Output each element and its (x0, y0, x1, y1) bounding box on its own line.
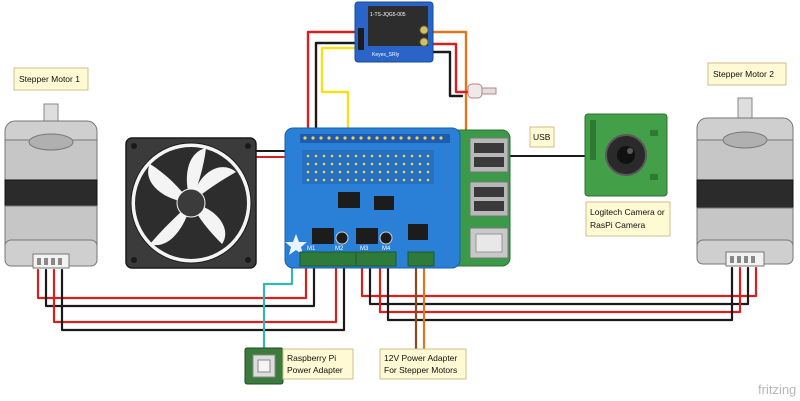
note-usb: USB (529, 126, 555, 148)
stepper-motor-hat: M1 M2 M3 M4 (284, 127, 461, 269)
relay-wire-red-right (428, 42, 474, 94)
terminal-label-m3: M3 (360, 246, 369, 252)
motor1-wire-red-2 (52, 266, 338, 324)
note-pi-power: Raspberry Pi Power Adapter (282, 348, 354, 380)
relay-model: 1-TS-JQG5-005 (370, 12, 406, 18)
stepper-motor-2 (696, 97, 794, 267)
relay-wire-black-right (428, 50, 464, 98)
note-camera: Logitech Camera or RasPi Camera (585, 201, 671, 237)
motor2-wire-black (368, 266, 750, 306)
motor-power-label-line2: For Stepper Motors (384, 365, 457, 375)
terminal-label-m1: M1 (307, 246, 316, 252)
usb-label: USB (533, 132, 551, 142)
motor-power-label-line1: 12V Power Adapter (384, 353, 457, 363)
pi-power-label-line2: Power Adapter (287, 365, 343, 375)
relay-wire-black (314, 41, 360, 150)
cooling-fan (125, 137, 257, 269)
pi-power-wire (262, 260, 294, 354)
terminal-label-m2: M2 (335, 246, 344, 252)
camera-label-line1: Logitech Camera or (590, 207, 665, 217)
camera-label-line2: RasPi Camera (590, 220, 646, 230)
motor2-wire-red (360, 266, 758, 298)
relay-wire-yellow (320, 46, 360, 142)
terminal-labels: M1 M2 M3 M4 (307, 246, 391, 252)
wires (36, 30, 758, 354)
relay-brand: Keyes_SRly (372, 52, 400, 58)
note-stepper-motor-1: Stepper Motor 1 (13, 67, 89, 91)
stepper-motor-1 (4, 103, 98, 269)
proto-holes (306, 154, 430, 182)
pi-power-label-line1: Raspberry Pi (287, 353, 336, 363)
header-pins (303, 136, 443, 140)
motor1-wire-black (44, 266, 316, 308)
relay-wire-red (306, 30, 360, 150)
adafruit-logo (285, 234, 307, 255)
led-indicator (467, 83, 497, 99)
motor1-wire-black-2 (60, 266, 346, 332)
stepper-motor-2-label: Stepper Motor 2 (713, 69, 774, 79)
fritzing-watermark: fritzing (758, 382, 796, 397)
pi-power-adapter (244, 347, 284, 385)
camera-module (584, 113, 668, 197)
stepper-motor-1-label: Stepper Motor 1 (19, 74, 80, 84)
motor2-wire-red-2 (378, 266, 742, 314)
motor2-wire-black-2 (386, 266, 734, 322)
relay-module: 1-TS-JQG5-005 Keyes_SRly (354, 1, 434, 63)
motor1-wire-red (36, 266, 308, 300)
note-stepper-motor-2: Stepper Motor 2 (707, 62, 787, 86)
note-motor-power: 12V Power Adapter For Stepper Motors (379, 348, 467, 380)
terminal-label-m4: M4 (382, 246, 391, 252)
